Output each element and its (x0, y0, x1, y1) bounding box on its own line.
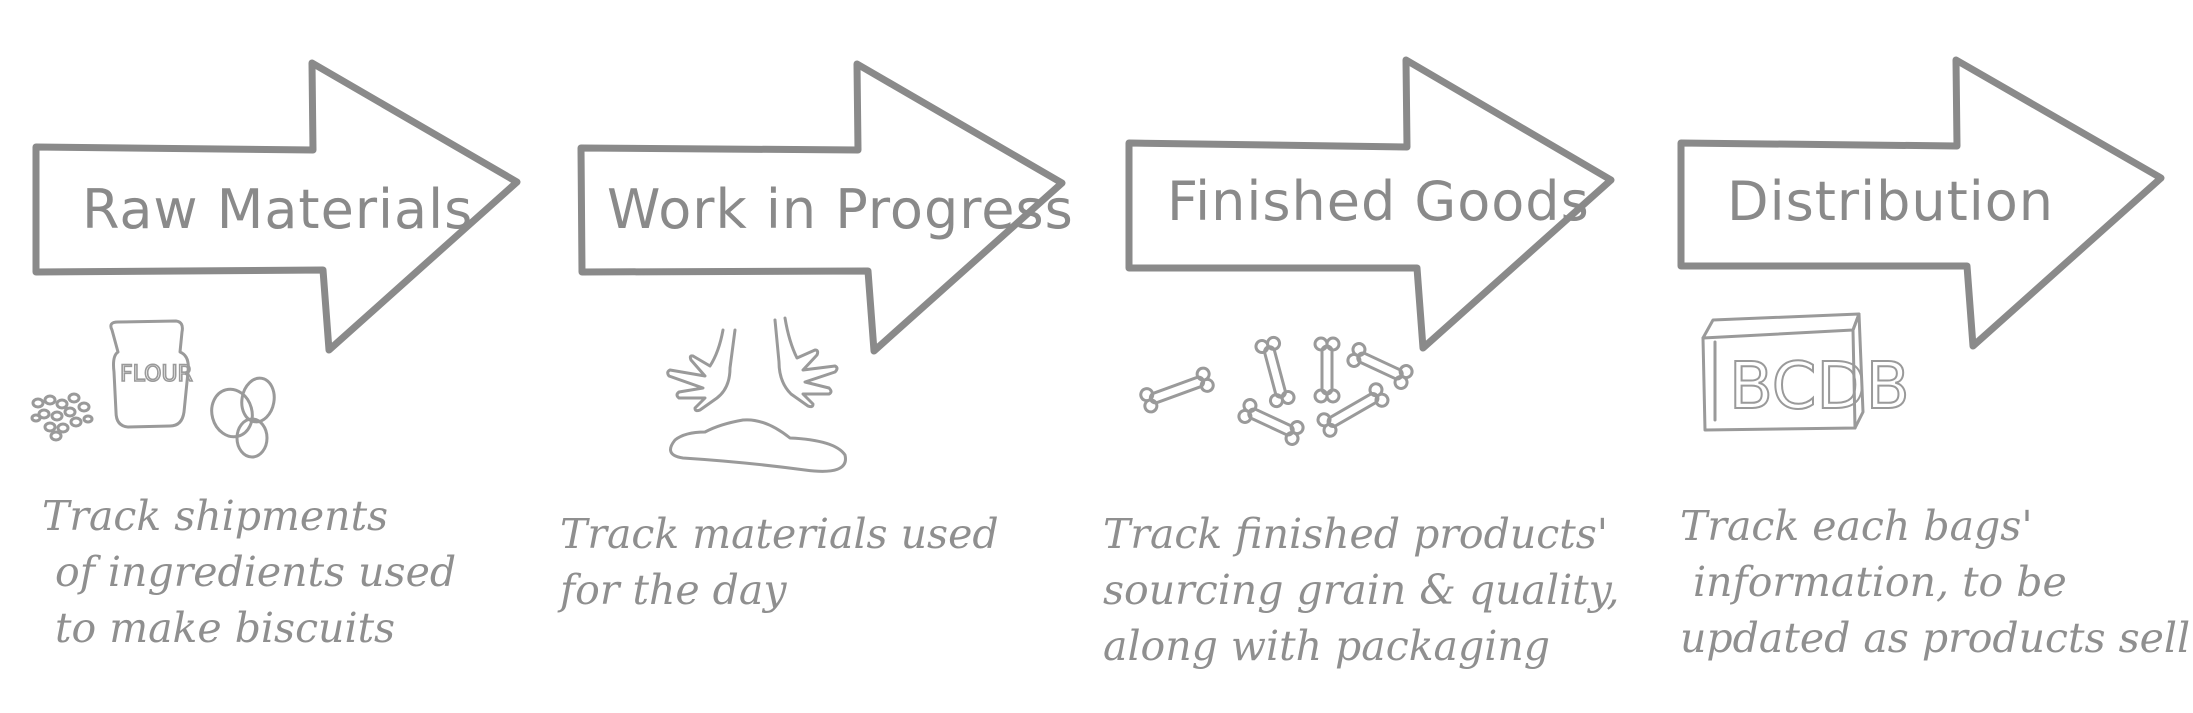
stage-title: Finished Goods (1167, 170, 1590, 233)
dog-biscuits-icon (1139, 335, 1414, 446)
stage-title: Distribution (1727, 170, 2055, 233)
flour-bag-eggs-icon: FLOUR (30, 319, 276, 459)
finished-goods-arrow (1125, 56, 1615, 352)
hands-dough-icon (666, 316, 847, 473)
stage-finished-goods: Finished Goods Track finished products' … (1095, 0, 1643, 713)
stage-description: Track each bags' information, to be upda… (1680, 502, 2191, 662)
stage-title: Raw Materials (82, 178, 474, 241)
stage-description: Track finished products' sourcing grain … (1103, 510, 1620, 670)
stage-work-in-progress: Work in Progress Track materials used fo… (545, 0, 1093, 713)
stage-description: Track materials used for the day (560, 510, 999, 614)
stage-title: Work in Progress (607, 178, 1074, 241)
stage-distribution: Distribution BCDB Track each bags' infor… (1645, 0, 2193, 713)
work-in-progress-arrow (577, 60, 1066, 355)
svg-text:BCDB: BCDB (1729, 350, 1910, 424)
svg-text:FLOUR: FLOUR (120, 362, 193, 387)
distribution-arrow (1677, 56, 2165, 350)
bcdb-box-icon: BCDB (1701, 312, 1911, 432)
stage-description: Track shipments of ingredients used to m… (42, 492, 457, 652)
stage-raw-materials: Raw Materials FLOUR Track shipments of i… (0, 0, 548, 713)
raw-materials-arrow (32, 59, 521, 354)
